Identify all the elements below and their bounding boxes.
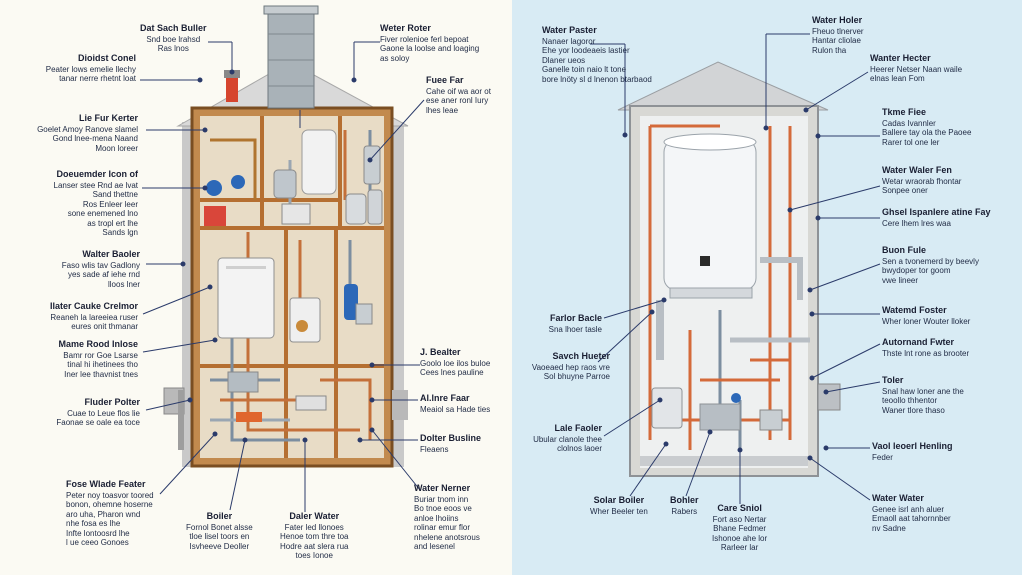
left-red-vent [224, 70, 240, 102]
callout-lines-left [140, 41, 425, 512]
right-lower-components [651, 387, 783, 431]
right-water-heater-tank [663, 133, 757, 299]
right-pipes [648, 124, 810, 450]
left-components [204, 129, 383, 422]
callout-lines-right [590, 33, 881, 504]
left-chimney-flue [263, 5, 319, 109]
